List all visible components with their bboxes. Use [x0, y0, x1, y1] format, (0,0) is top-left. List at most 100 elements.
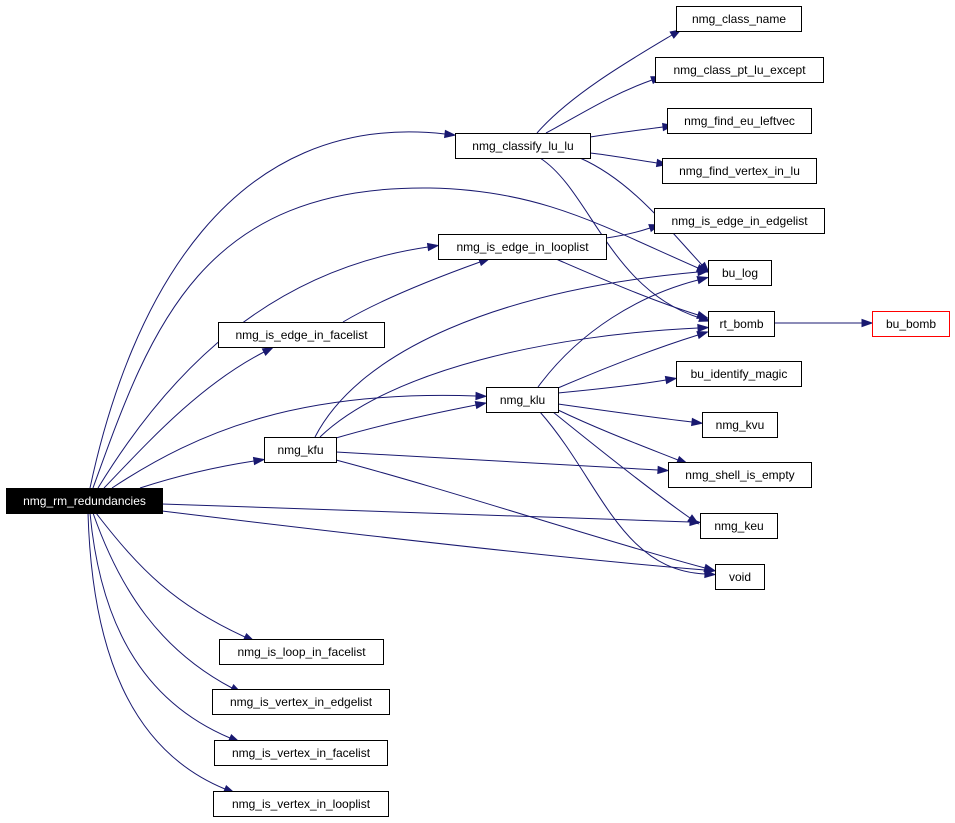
node-kfu[interactable]: nmg_kfu	[264, 437, 337, 463]
edge-kfu-to-bu_log	[314, 267, 710, 438]
node-edge-facelist[interactable]: nmg_is_edge_in_facelist	[218, 322, 385, 348]
node-loop-facelist[interactable]: nmg_is_loop_in_facelist	[219, 639, 384, 665]
node-box	[676, 361, 802, 387]
edge-line	[545, 79, 653, 134]
node-label: nmg_is_vertex_in_edgelist	[230, 695, 373, 709]
arrowhead-icon	[703, 563, 717, 572]
edge-line	[314, 271, 699, 438]
node-label: bu_identify_magic	[691, 367, 788, 381]
edge-klu-to-bu_identify	[557, 375, 678, 394]
edge-line	[95, 512, 246, 638]
node-box	[218, 322, 385, 348]
node-label: bu_log	[722, 266, 758, 280]
edge-classify-to-class_pt	[545, 76, 663, 134]
node-label: nmg_is_vertex_in_facelist	[232, 746, 371, 760]
edge-klu-to-rt_bomb	[557, 331, 709, 389]
arrowhead-icon	[861, 318, 874, 328]
edge-rt_bomb-to-bu_bomb	[774, 318, 874, 328]
edge-root-to-bu_log	[92, 187, 709, 489]
edge-root-to-classify	[89, 129, 457, 489]
arrowhead-icon	[261, 346, 275, 356]
node-class-name[interactable]: nmg_class_name	[676, 6, 802, 32]
node-klu[interactable]: nmg_klu	[486, 387, 559, 413]
node-edge-looplist[interactable]: nmg_is_edge_in_looplist	[438, 234, 607, 260]
node-class-pt[interactable]: nmg_class_pt_lu_except	[655, 57, 824, 83]
edge-line	[89, 512, 231, 739]
arrowhead-icon	[664, 375, 678, 385]
node-kvu[interactable]: nmg_kvu	[702, 412, 778, 438]
function-nodes: nmg_rm_redundanciesnmg_classify_lu_lunmg…	[6, 6, 950, 817]
arrowhead-icon	[691, 417, 704, 427]
node-box	[667, 108, 812, 134]
node-root[interactable]: nmg_rm_redundancies	[6, 488, 163, 514]
edge-edge_looplist-to-rt_bomb	[555, 258, 709, 319]
node-bu-log[interactable]: bu_log	[708, 260, 772, 286]
node-box	[662, 158, 817, 184]
edge-line	[87, 512, 226, 790]
edge-kfu-to-void	[335, 459, 717, 572]
node-label: nmg_class_pt_lu_except	[673, 63, 806, 77]
edge-line	[92, 187, 699, 489]
node-label: nmg_find_eu_leftvec	[684, 114, 795, 128]
node-edge-edgelist[interactable]: nmg_is_edge_in_edgelist	[654, 208, 825, 234]
node-box	[219, 639, 384, 665]
node-vertex-looplist[interactable]: nmg_is_vertex_in_looplist	[213, 791, 389, 817]
edge-line	[589, 126, 664, 138]
node-void[interactable]: void	[715, 564, 765, 590]
arrowhead-icon	[426, 242, 440, 252]
node-shell-empty[interactable]: nmg_shell_is_empty	[668, 462, 812, 488]
node-find-eu[interactable]: nmg_find_eu_leftvec	[667, 108, 812, 134]
node-label: nmg_is_edge_in_facelist	[235, 328, 368, 342]
node-box	[700, 513, 778, 539]
edge-classify-to-find_vertex	[589, 152, 669, 168]
node-vertex-facelist[interactable]: nmg_is_vertex_in_facelist	[214, 740, 388, 766]
node-label: nmg_class_name	[692, 12, 786, 26]
node-rt-bomb[interactable]: rt_bomb	[708, 311, 775, 337]
edge-line	[335, 451, 659, 471]
node-bu-identify[interactable]: bu_identify_magic	[676, 361, 802, 387]
edge-kfu-to-klu	[335, 401, 488, 439]
node-label: nmg_kfu	[277, 443, 323, 457]
arrowhead-icon	[444, 129, 457, 139]
arrowhead-icon	[696, 276, 710, 285]
edge-line	[537, 279, 699, 388]
edge-line	[161, 503, 691, 523]
node-box	[455, 133, 591, 159]
edge-root-to-klu	[111, 391, 488, 489]
node-label: bu_bomb	[886, 317, 936, 331]
node-box	[213, 791, 389, 817]
arrowhead-icon	[704, 569, 717, 579]
edge-line	[139, 460, 255, 489]
node-label: nmg_shell_is_empty	[685, 468, 794, 482]
arrowhead-icon	[252, 456, 266, 466]
edge-root-to-edge_facelist	[103, 346, 275, 489]
node-label: nmg_is_edge_in_edgelist	[671, 214, 808, 228]
arrowhead-icon	[687, 514, 700, 525]
edge-line	[89, 131, 446, 489]
node-find-vertex[interactable]: nmg_find_vertex_in_lu	[662, 158, 817, 184]
edge-root-to-keu	[161, 503, 702, 527]
edge-line	[557, 409, 679, 461]
arrowhead-icon	[696, 310, 709, 319]
node-box	[654, 208, 825, 234]
node-vertex-edgelist[interactable]: nmg_is_vertex_in_edgelist	[212, 689, 390, 715]
edge-klu-to-bu_log	[537, 276, 710, 388]
node-classify[interactable]: nmg_classify_lu_lu	[455, 133, 591, 159]
edge-line	[557, 334, 699, 389]
edge-line	[557, 379, 667, 394]
node-box	[872, 311, 950, 337]
node-box	[676, 6, 802, 32]
edge-line	[579, 157, 703, 266]
edge-line	[342, 261, 481, 323]
edge-kfu-to-rt_bomb	[319, 323, 710, 438]
edge-line	[605, 227, 651, 239]
edge-kfu-to-shell_empty	[335, 451, 670, 475]
edge-edge_looplist-to-edge_edgelist	[605, 224, 661, 239]
node-box	[708, 260, 772, 286]
node-keu[interactable]: nmg_keu	[700, 513, 778, 539]
node-bu-bomb[interactable]: bu_bomb	[872, 311, 950, 337]
node-label: nmg_klu	[500, 393, 545, 407]
edge-line	[539, 411, 706, 575]
node-box	[214, 740, 388, 766]
